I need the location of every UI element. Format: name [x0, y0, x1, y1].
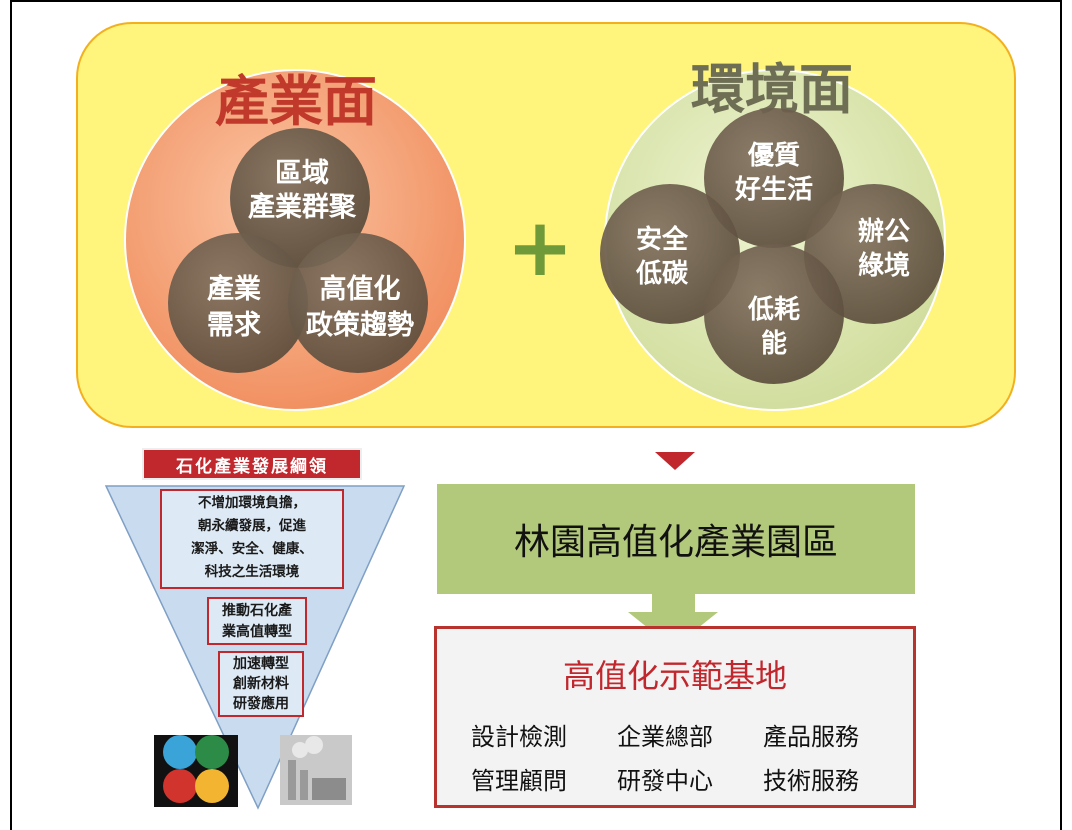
- environment-right-line1: 辦公: [858, 217, 910, 247]
- industry-top-line2: 產業群聚: [248, 191, 357, 223]
- industry-right-line1: 高值化: [320, 273, 401, 305]
- factory-icon: [280, 735, 352, 805]
- park-title: 林園高值化產業園區: [513, 522, 838, 563]
- service-item: 企業總部: [617, 723, 713, 751]
- industry-right-line2: 政策趨勢: [306, 309, 414, 341]
- funnel-box-3-line: 創新材料: [233, 676, 289, 692]
- funnel-box-3-line: 研發應用: [233, 696, 289, 712]
- environment-left-line1: 安全: [636, 224, 689, 255]
- connector-arrow-icon: [628, 594, 718, 648]
- funnel-box-3: 加速轉型 創新材料 研發應用: [218, 651, 304, 717]
- funnel-label: 石化產業發展綱領: [142, 448, 362, 480]
- industry-circle-right: [288, 233, 428, 373]
- environment-left-line2: 低碳: [635, 259, 689, 289]
- demo-base-box: 高值化示範基地 設計檢測 企業總部 產品服務 管理顧問 研發中心 技術服務: [434, 626, 916, 808]
- environment-circle-bottom: [704, 244, 844, 384]
- industry-left-line1: 產業: [207, 273, 261, 305]
- down-arrow-icon: [655, 452, 695, 470]
- innovation-icon: [154, 735, 238, 807]
- plus-icon: +: [506, 201, 573, 294]
- funnel-box-1-line: 科技之生活環境: [204, 564, 300, 580]
- industry-title: 產業面: [215, 70, 377, 133]
- demo-base-title: 高值化示範基地: [562, 657, 787, 695]
- service-item: 技術服務: [763, 767, 859, 795]
- page-frame: [10, 0, 1062, 830]
- funnel-box-1-line: 朝永續發展，促進: [198, 518, 306, 534]
- environment-bottom-line1: 低耗: [747, 295, 800, 325]
- environment-top-line1: 優質: [747, 141, 800, 171]
- funnel-box-1-line: 不增加環境負擔，: [198, 495, 306, 511]
- environment-right-line2: 綠境: [858, 250, 910, 281]
- environment-bottom-line2: 能: [761, 328, 787, 359]
- funnel-box-2-line: 推動石化產: [222, 603, 292, 619]
- funnel-box-2: 推動石化產 業高值轉型: [207, 597, 307, 645]
- environment-circle-top: [704, 108, 844, 248]
- service-item: 研發中心: [617, 767, 713, 795]
- funnel-box-2-line: 業高值轉型: [222, 624, 292, 640]
- industry-top-line1: 區域: [275, 158, 329, 189]
- environment-top-line2: 好生活: [734, 175, 813, 205]
- park-box: 林園高值化產業園區: [437, 484, 915, 594]
- environment-circle-left: [600, 184, 740, 324]
- service-item: 設計檢測: [471, 723, 567, 751]
- funnel-box-3-line: 加速轉型: [233, 656, 289, 672]
- industry-circle-top: [230, 128, 370, 268]
- industry-left-line2: 需求: [207, 310, 261, 341]
- funnel-box-1-line: 潔淨、安全、健康、: [191, 541, 313, 557]
- industry-circle-left: [168, 233, 308, 373]
- funnel-box-1: 不增加環境負擔， 朝永續發展，促進 潔淨、安全、健康、 科技之生活環境: [160, 489, 344, 589]
- service-item: 產品服務: [763, 723, 859, 751]
- service-item: 管理顧問: [471, 767, 567, 795]
